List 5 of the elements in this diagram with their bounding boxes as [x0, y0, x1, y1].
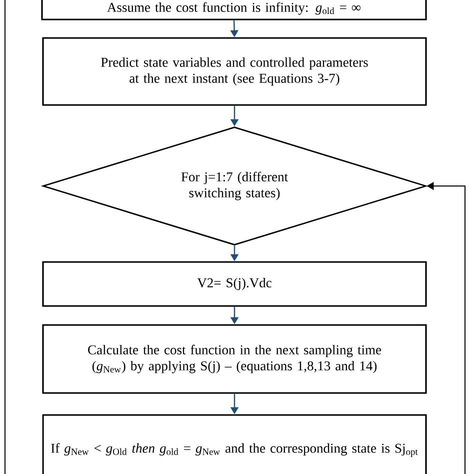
process-box: Predict state variables and controlled parameters at the next instant (see Equations 3-7)	[42, 37, 427, 106]
process-box: If g$_{New}$ < g$_{Old}$ then g$_{old}$ = g$_{New}$ and the corresponding state is Sj$_{opt}$	[42, 414, 427, 474]
process-box: V2= S(j).Vdc	[42, 261, 427, 307]
process-box: Calculate the cost function in the next sampling time (g$_{New}$) by applying S(j) – (equations 1,8,13 and 14)	[42, 324, 427, 394]
process-box: Assume the cost function is infinity: g$_{old}$ = ∞	[41, 0, 427, 20]
